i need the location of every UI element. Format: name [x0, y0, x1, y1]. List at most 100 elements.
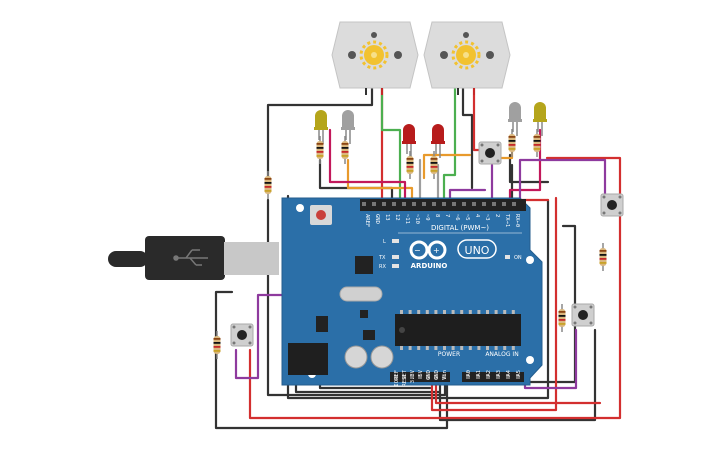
- digital-pin-label: 8: [434, 214, 440, 217]
- digital-pin-label: 12: [394, 214, 400, 221]
- resistor[interactable]: [508, 129, 516, 157]
- wire-magenta-1: [328, 128, 407, 202]
- power-pin-label: GND: [426, 370, 432, 380]
- rx-label: RX: [379, 264, 386, 270]
- resistor[interactable]: [264, 171, 272, 199]
- resistor[interactable]: [599, 243, 607, 271]
- button-top[interactable]: [478, 141, 502, 165]
- digital-pin[interactable]: [472, 202, 476, 206]
- digital-pin[interactable]: [432, 202, 436, 206]
- power-pin[interactable]: [402, 375, 406, 379]
- resistors: [213, 129, 607, 359]
- dc-motor-1[interactable]: [331, 21, 419, 95]
- digital-pin-label: 2: [494, 214, 500, 217]
- power-pin-label: GND: [434, 370, 440, 380]
- digital-pin[interactable]: [412, 202, 416, 206]
- digital-pin-label: ~10: [414, 214, 420, 224]
- power-pin[interactable]: [394, 375, 398, 379]
- mount-hole: [526, 256, 534, 264]
- led-6[interactable]: [533, 102, 547, 136]
- svg-text:−: −: [414, 246, 421, 255]
- led-icon: [403, 124, 415, 142]
- digital-pin[interactable]: [422, 202, 426, 206]
- digital-pin[interactable]: [512, 202, 516, 206]
- analog-pin[interactable]: [516, 375, 520, 379]
- digital-pin[interactable]: [362, 202, 366, 206]
- led-2[interactable]: [341, 110, 355, 144]
- led-1[interactable]: [314, 110, 328, 144]
- led-4[interactable]: [431, 124, 445, 158]
- digital-pin[interactable]: [452, 202, 456, 206]
- wire-black-7: [508, 153, 550, 184]
- button-right[interactable]: [600, 193, 624, 217]
- mount-hole: [526, 356, 534, 364]
- digital-pin-label: ~5: [464, 214, 470, 221]
- wire-orange-1: [346, 158, 414, 202]
- digital-pin[interactable]: [392, 202, 396, 206]
- resistor[interactable]: [316, 136, 324, 164]
- analog-label: ANALOG IN: [485, 351, 518, 358]
- analog-pin[interactable]: [476, 375, 480, 379]
- power-pin-label: 3.3V: [410, 369, 416, 383]
- wire-purple-3: [518, 158, 607, 202]
- push-buttons: [230, 141, 624, 347]
- resistor-icon: [533, 134, 541, 152]
- usb-cable: [108, 236, 279, 280]
- digital-pin[interactable]: [372, 202, 376, 206]
- power-jack: [288, 343, 328, 375]
- analog-pin[interactable]: [466, 375, 470, 379]
- wire-red-3: [248, 156, 622, 420]
- digital-pin[interactable]: [442, 202, 446, 206]
- wire-red-5: [434, 378, 602, 405]
- resistor[interactable]: [406, 151, 414, 179]
- digital-pin[interactable]: [462, 202, 466, 206]
- analog-pin[interactable]: [496, 375, 500, 379]
- led-icon: [534, 102, 546, 120]
- resistor-icon: [406, 156, 414, 174]
- atmega-chip: [395, 314, 521, 346]
- power-pin[interactable]: [410, 375, 414, 379]
- led-icon: [509, 102, 521, 120]
- svg-text:+: +: [433, 246, 440, 255]
- digital-pin[interactable]: [502, 202, 506, 206]
- dc-motor-2[interactable]: [423, 21, 511, 95]
- button-left[interactable]: [230, 323, 254, 347]
- analog-pin-label: A2: [486, 370, 492, 377]
- power-pin[interactable]: [434, 375, 438, 379]
- power-pin-label: 5V: [418, 369, 424, 376]
- led-5[interactable]: [508, 102, 522, 136]
- analog-pin[interactable]: [486, 375, 490, 379]
- resistor[interactable]: [533, 129, 541, 157]
- l-led: [392, 239, 399, 243]
- digital-pins: [362, 202, 516, 206]
- digital-pin[interactable]: [402, 202, 406, 206]
- analog-pin[interactable]: [506, 375, 510, 379]
- power-pin[interactable]: [418, 375, 422, 379]
- digital-pin[interactable]: [382, 202, 386, 206]
- digital-pin[interactable]: [492, 202, 496, 206]
- resistor[interactable]: [430, 151, 438, 179]
- wire-green-1: [380, 86, 402, 202]
- analog-pin-label: A5: [516, 370, 522, 377]
- wire-red-2: [472, 86, 500, 152]
- button-bottom-right[interactable]: [571, 303, 595, 327]
- l-label: L: [383, 239, 386, 245]
- resistor-icon: [264, 176, 272, 194]
- tx-label: TX: [378, 255, 386, 261]
- resistor[interactable]: [558, 304, 566, 332]
- power-pin[interactable]: [442, 375, 446, 379]
- reset-button-cap[interactable]: [316, 210, 326, 220]
- usb-icon: [173, 249, 208, 266]
- digital-pin[interactable]: [482, 202, 486, 206]
- resistor[interactable]: [213, 331, 221, 359]
- on-label: ON: [514, 255, 522, 261]
- resistor[interactable]: [341, 136, 349, 164]
- led-3[interactable]: [402, 124, 416, 158]
- led-icon: [315, 110, 327, 128]
- wire-black-6: [461, 86, 474, 190]
- power-pin[interactable]: [426, 375, 430, 379]
- digital-pin-label: 4: [474, 214, 480, 218]
